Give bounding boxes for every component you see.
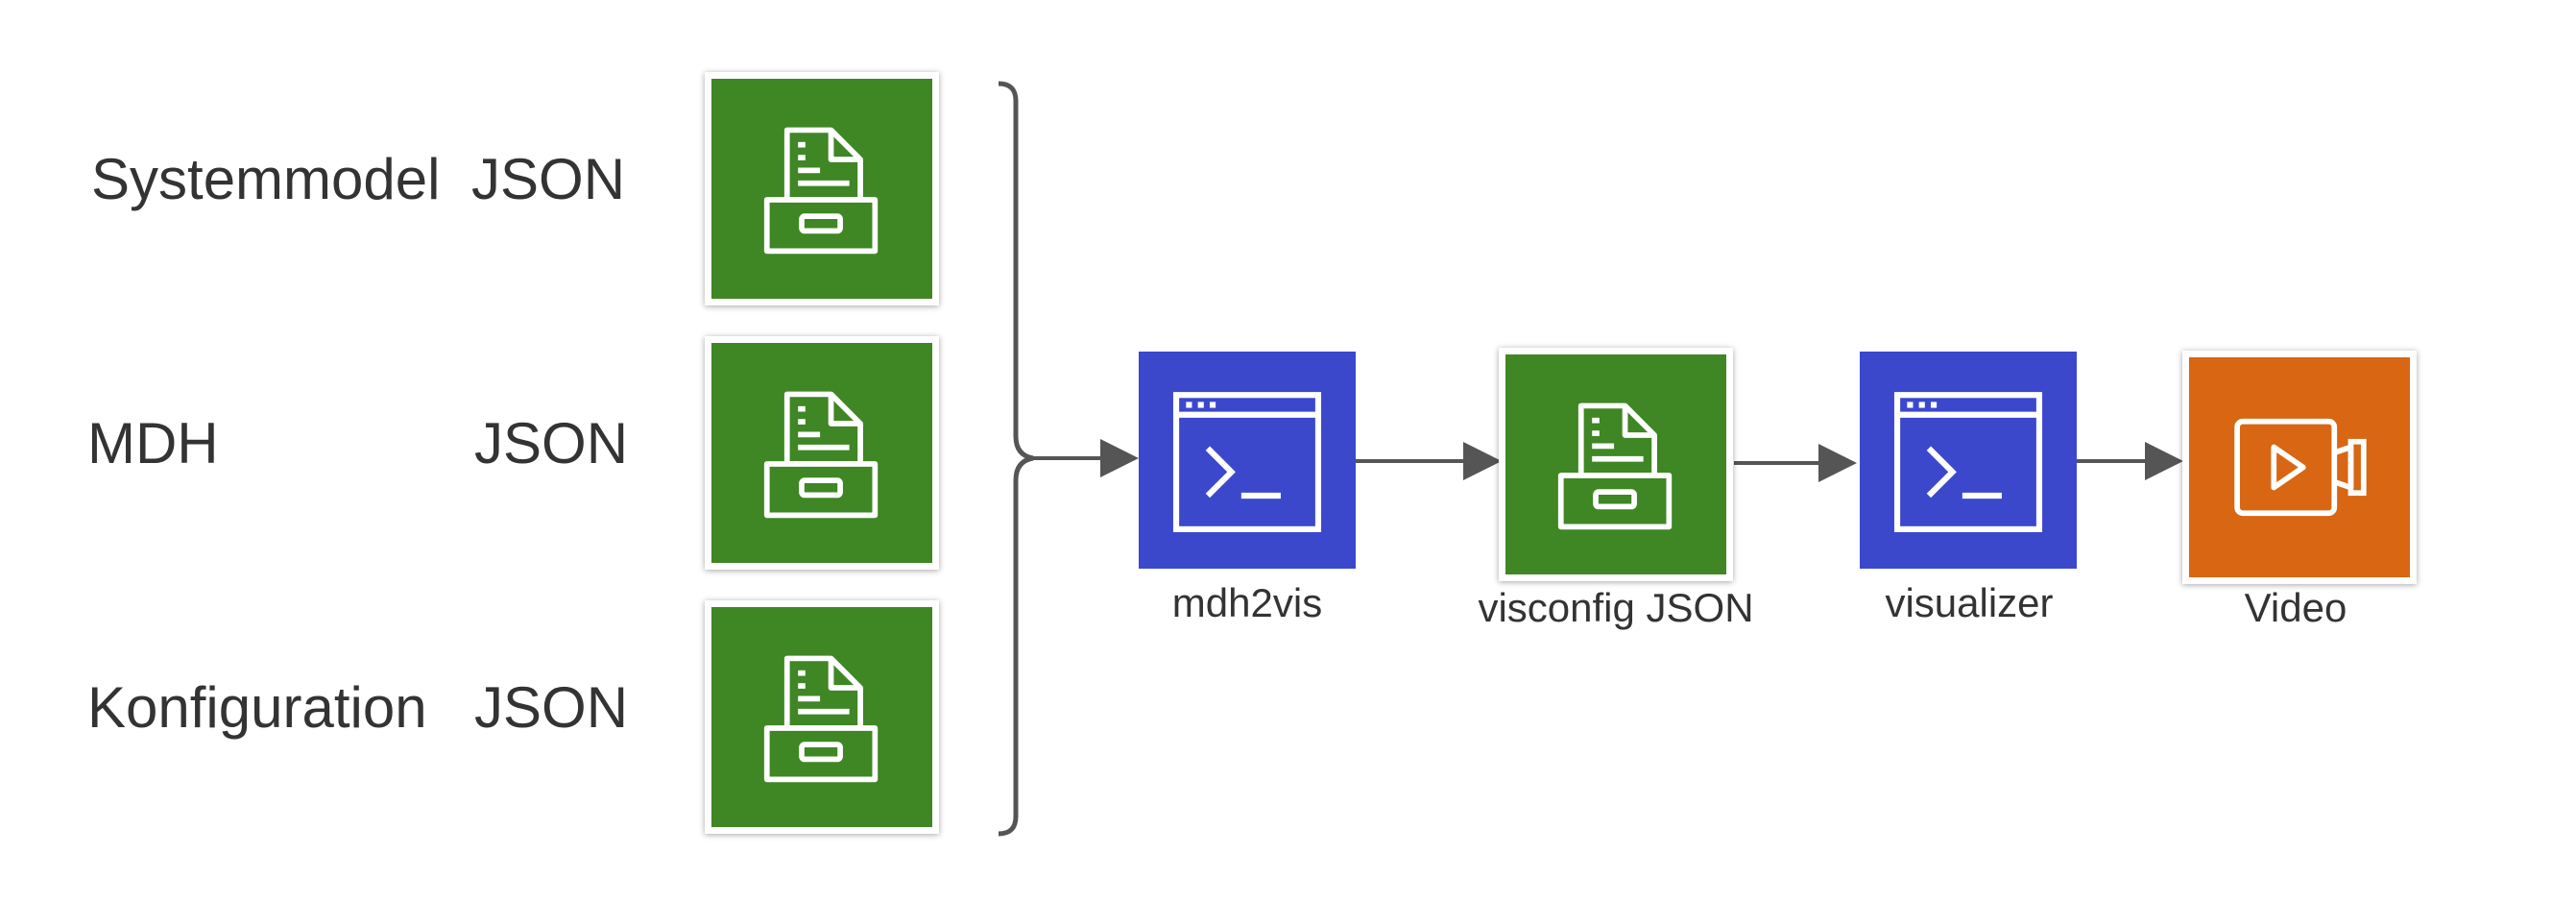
file-archive-icon xyxy=(1505,354,1726,574)
file-archive-icon xyxy=(711,343,932,563)
file-archive-icon xyxy=(711,607,932,827)
video-camera-icon xyxy=(2189,357,2410,577)
input-format-konfiguration: JSON xyxy=(474,675,629,740)
input-name-konfiguration: Konfiguration xyxy=(87,675,427,740)
caption-visualizer: visualizer xyxy=(1885,580,2054,625)
tool-tile-mdh2vis xyxy=(1139,352,1356,569)
input-name-systemmodel: Systemmodel xyxy=(91,147,441,211)
input-bracket xyxy=(998,81,1034,837)
input-name-mdh: MDH xyxy=(87,411,219,475)
media-tile-video xyxy=(2182,351,2417,584)
tool-tile-visualizer xyxy=(1860,352,2077,569)
caption-mdh2vis: mdh2vis xyxy=(1171,580,1323,625)
terminal-icon xyxy=(1860,352,2077,569)
file-tile-konfiguration xyxy=(705,600,939,834)
file-tile-systemmodel xyxy=(705,72,939,305)
caption-visconfig: visconfig JSON xyxy=(1478,585,1754,630)
input-format-systemmodel: JSON xyxy=(471,147,626,211)
input-format-mdh: JSON xyxy=(474,411,629,475)
file-tile-visconfig xyxy=(1499,348,1733,581)
file-tile-mdh xyxy=(705,336,939,570)
terminal-icon xyxy=(1139,352,1356,569)
file-archive-icon xyxy=(711,79,932,299)
caption-video: Video xyxy=(2244,585,2347,630)
